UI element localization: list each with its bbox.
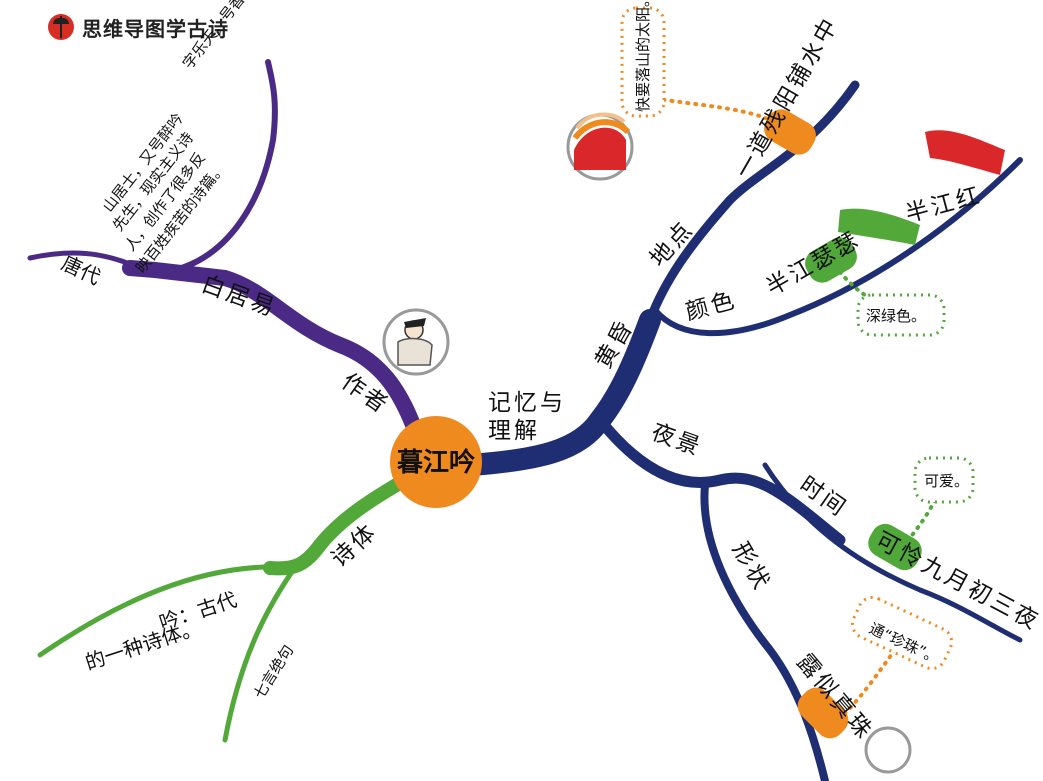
pearl-connector xyxy=(838,648,897,720)
pearl-highlight xyxy=(797,687,849,739)
memory-branches xyxy=(459,80,1023,781)
color-branch xyxy=(652,157,1023,337)
pearl-note-bubble xyxy=(850,595,954,671)
sunset-illustration xyxy=(566,112,634,181)
night-label: 夜景 xyxy=(648,419,706,461)
shape-branch xyxy=(700,481,829,781)
genre-branch-note xyxy=(37,564,283,658)
center-node[interactable]: 暮江吟 xyxy=(390,416,482,508)
brand-header: 思维导图学古诗 xyxy=(48,12,229,42)
line3-text: 半江红 xyxy=(903,182,985,227)
highlight-pills xyxy=(764,109,922,739)
genre-branches xyxy=(37,473,412,743)
green-connector xyxy=(838,270,887,307)
author-bio-line-1: 字乐天，号香 xyxy=(179,0,249,72)
memory-label-line-1: 记忆与 xyxy=(488,390,566,416)
red-swatch xyxy=(925,130,1005,175)
brand-title: 思维导图学古诗 xyxy=(82,16,229,41)
genre-form: 七言绝句 xyxy=(250,642,297,702)
kelian-highlight xyxy=(868,523,922,571)
sese-highlight xyxy=(805,237,857,283)
green-note: 深绿色。 xyxy=(866,307,926,325)
line1-after: 铺水中 xyxy=(783,12,845,93)
color-swatches xyxy=(838,130,1005,245)
genre-texts: 诗体 吟：古代 的一种诗体。 七言绝句 xyxy=(82,518,383,702)
author-texts: 作者 白居易 唐代 字乐天，号香 山居士，又号醉吟 先生，现实主义诗 人，创作了… xyxy=(58,0,394,420)
line4-after: 九月初三夜 xyxy=(917,552,1043,636)
author-branch-dynasty xyxy=(27,250,153,275)
sunset-note-bubble xyxy=(620,6,666,118)
ladybug-icon xyxy=(48,14,74,40)
genre-branch-form xyxy=(222,563,299,743)
genre-note-line-2: 的一种诗体。 xyxy=(82,615,204,675)
sunset-note: 快要落山的太阳。 xyxy=(634,0,652,112)
author-branches xyxy=(27,59,423,438)
green-swatch xyxy=(838,208,920,245)
dusk-branch xyxy=(645,80,860,325)
cute-note: 可爱。 xyxy=(924,472,969,490)
cute-note-bubble xyxy=(913,456,975,504)
color-label: 颜色 xyxy=(683,287,740,326)
sunset-highlight xyxy=(764,109,816,155)
author-branch-bio xyxy=(172,59,278,273)
memory-label-line-2: 理解 xyxy=(488,418,540,444)
memory-texts: 记忆与 理解 黄昏 地点 一道残阳铺水中 快要落山的太阳。 颜色 半江瑟瑟 深绿… xyxy=(488,0,1043,746)
note-bubbles xyxy=(620,6,975,671)
author-branch-main xyxy=(122,260,423,438)
time-branch xyxy=(762,462,1023,643)
pearl-illustration xyxy=(864,726,912,774)
genre-branch-main xyxy=(263,473,412,576)
center-title: 暮江吟 xyxy=(397,447,475,478)
poet-illustration xyxy=(382,308,450,376)
shape-label: 形状 xyxy=(727,538,776,596)
green-note-bubble xyxy=(856,293,946,337)
